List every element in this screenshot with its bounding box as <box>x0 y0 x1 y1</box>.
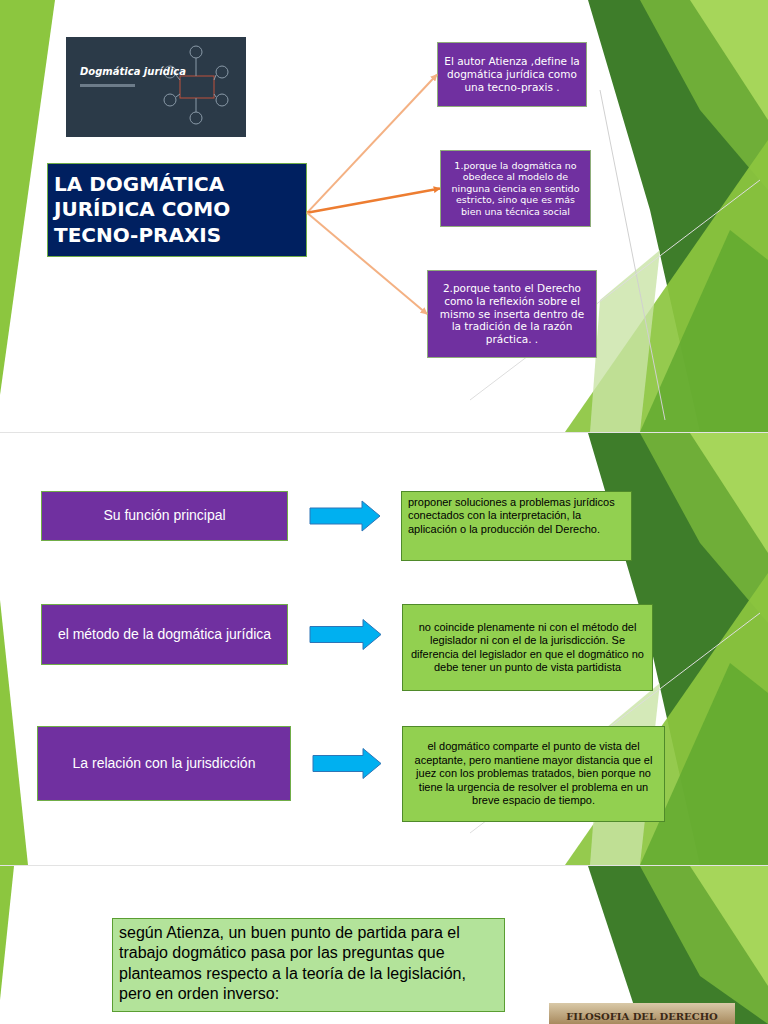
topic-box: Su función principal <box>41 491 288 541</box>
topic-box: La relación con la jurisdicción <box>37 726 291 801</box>
box-text: El autor Atienza ,define la dogmática ju… <box>444 55 580 93</box>
green-triangle <box>588 866 768 1024</box>
box-text: Su función principal <box>52 507 277 525</box>
arrow-connector <box>307 213 427 314</box>
thin-line <box>600 90 665 420</box>
green-triangle <box>640 0 768 190</box>
block-arrow <box>310 620 381 650</box>
slide-one-decor <box>0 0 768 432</box>
green-triangle <box>690 433 768 553</box>
green-triangle <box>640 433 768 623</box>
thumbnail-icons <box>164 46 228 124</box>
slide-separator <box>0 432 768 433</box>
topic-box: el método de la dogmática jurídica <box>41 604 288 665</box>
thumbnail-subtitle-bar <box>80 84 135 87</box>
thumbnail-image <box>66 37 246 137</box>
box-text: el método de la dogmática jurídica <box>52 626 277 644</box>
title-box: LA DOGMÁTICA JURÍDICA COMO TECNO-PRAXIS <box>47 163 307 257</box>
box-text: según Atienza, un buen punto de partida … <box>119 923 498 1005</box>
definition-box: El autor Atienza ,define la dogmática ju… <box>437 42 587 107</box>
left-sliver <box>0 866 14 1000</box>
slide-separator <box>0 865 768 866</box>
block-arrow <box>310 501 380 531</box>
green-triangle <box>690 0 768 120</box>
explanation-box: no coincide plenamente ni con el método … <box>402 604 653 691</box>
green-triangle <box>640 230 768 432</box>
arrow-connector <box>307 75 437 213</box>
book-title: FILOSOFIA DEL DERECHO <box>549 1011 735 1022</box>
green-triangle <box>640 866 768 1024</box>
note-box: según Atienza, un buen punto de partida … <box>112 918 505 1012</box>
box-text: La relación con la jurisdicción <box>48 755 280 773</box>
left-sliver <box>0 600 28 865</box>
reason-box: 1.porque la dogmática no obedece al mode… <box>440 150 591 227</box>
box-text: 2.porque tanto el Derecho como la reflex… <box>434 282 590 346</box>
slide-three-decor <box>0 866 768 1024</box>
box-text: proponer soluciones a problemas jurídico… <box>408 496 625 536</box>
thumbnail-title: Dogmática jurídica <box>80 66 186 77</box>
box-text: LA DOGMÁTICA JURÍDICA COMO TECNO-PRAXIS <box>54 172 300 249</box>
box-text: no coincide plenamente ni con el método … <box>409 621 646 675</box>
arrow-connector <box>307 189 440 213</box>
slide-two-decor <box>0 433 768 865</box>
box-text: el dogmático comparte el punto de vista … <box>409 740 658 807</box>
box-text: 1.porque la dogmática no obedece al mode… <box>447 160 584 217</box>
book-image <box>549 1003 735 1024</box>
green-triangle <box>690 866 768 986</box>
reason-box: 2.porque tanto el Derecho como la reflex… <box>427 270 597 358</box>
explanation-box: el dogmático comparte el punto de vista … <box>402 726 665 822</box>
explanation-box: proponer soluciones a problemas jurídico… <box>401 491 632 561</box>
block-arrow <box>313 749 381 779</box>
